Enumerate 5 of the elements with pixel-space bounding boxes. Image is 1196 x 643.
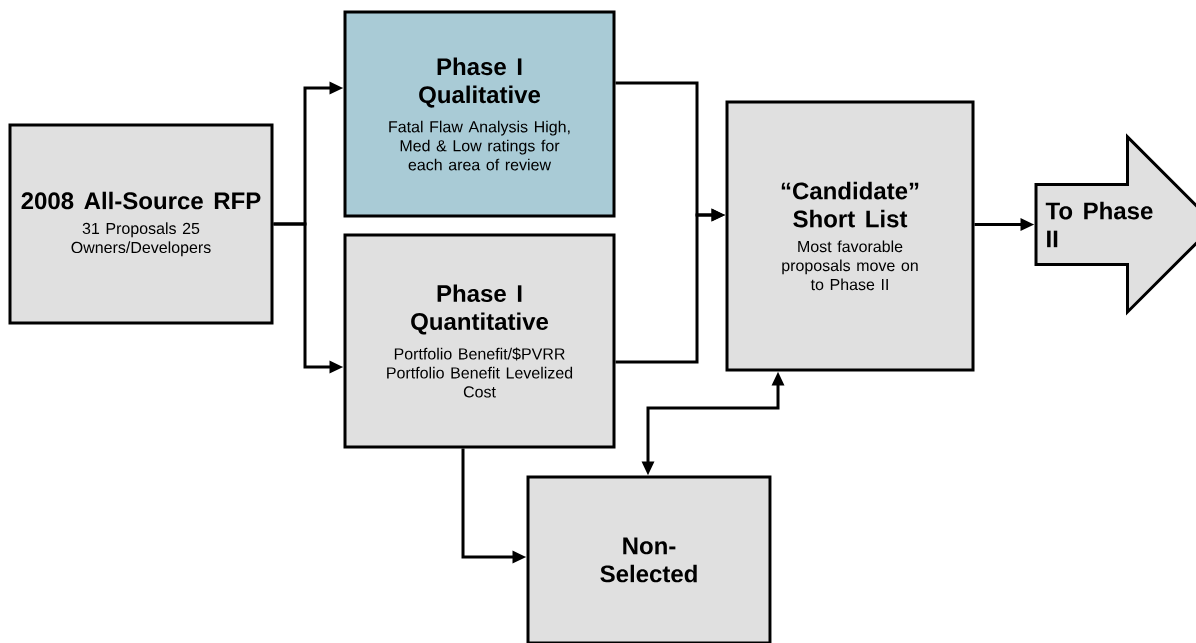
result-box: Non-Selected	[526, 475, 772, 643]
process-box: Phase I Quantitative Portfolio Benefit/$PVRR Portfolio Benefit Levelized Cost	[343, 233, 616, 449]
process-box: Phase I Qualitative Fatal Flaw Analysis High, Med & Low ratings for each area of review	[343, 10, 616, 218]
source-box: 2008 All-Source RFP 31 Proposals 25 Owners/Developers	[8, 123, 274, 325]
process-box: “Candidate” Short List Most favorable proposals move on to Phase II	[725, 100, 975, 372]
